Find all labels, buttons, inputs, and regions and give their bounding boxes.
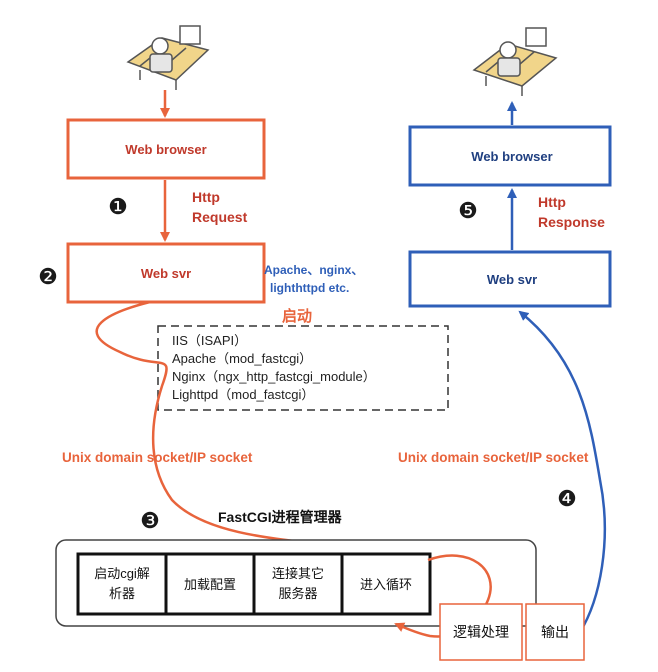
server-examples-text: lighthttpd etc. [270,281,349,295]
web-browser-label-response: Web browser [471,149,552,164]
user-at-desk-icon [472,27,558,96]
web-browser-label: Web browser [125,142,206,157]
launch-label: 启动 [282,307,312,325]
logic-process-label: 逻辑处理 [453,624,509,640]
output-box [525,603,585,661]
socket-label-left: Unix domain socket/IP socket [62,450,253,465]
http-response-label: Http [538,194,566,210]
logic-process-box [439,603,523,661]
web-server-label-response: Web svr [487,272,537,287]
cell-connect-servers-label: 连接其它 [272,566,324,581]
step-1-badge: ❶ [108,194,128,219]
http-request-label: Request [192,209,248,225]
module-item: Lighttpd（mod_fastcgi） [172,387,314,402]
cell-enter-loop [340,552,432,616]
http-response-label: Response [538,214,605,230]
cell-connect-servers [252,552,344,616]
step-3-badge: ❸ [140,508,160,533]
output-label: 输出 [541,624,569,640]
user-at-desk-icon [126,25,210,90]
cell-start-parser-label: 析器 [109,586,135,601]
web-server-label: Web svr [141,266,191,281]
server-modules-box [157,325,449,411]
manager-cells: 启动cgi解 析器 加载配置 连接其它 服务器 进入循环 [76,552,432,616]
cell-load-config-label: 加载配置 [184,577,236,592]
web-browser-box-response [408,125,612,187]
step-2-badge: ❷ [38,264,58,289]
cell-enter-loop-label: 进入循环 [360,577,412,592]
web-browser-box [66,118,266,180]
module-item: Apache（mod_fastcgi） [172,351,312,366]
web-server-box [66,242,266,304]
web-server-box-response [408,250,612,308]
server-examples-text: Apache、nginx、 [264,263,363,277]
step-5-badge: ❺ [458,198,478,223]
http-request-label: Http [192,189,220,205]
request-socket-curve [95,300,380,554]
step-4-badge: ❹ [557,486,577,511]
cell-connect-servers-label: 服务器 [278,586,317,601]
cell-start-parser-label: 启动cgi解 [94,566,150,581]
module-item: IIS（ISAPI） [172,333,247,348]
socket-label-right: Unix domain socket/IP socket [398,450,589,465]
cell-start-parser [76,552,168,616]
fastcgi-manager-title: FastCGI进程管理器 [218,509,343,525]
response-socket-curve [518,310,606,633]
module-item: Nginx（ngx_http_fastcgi_module） [172,369,376,384]
